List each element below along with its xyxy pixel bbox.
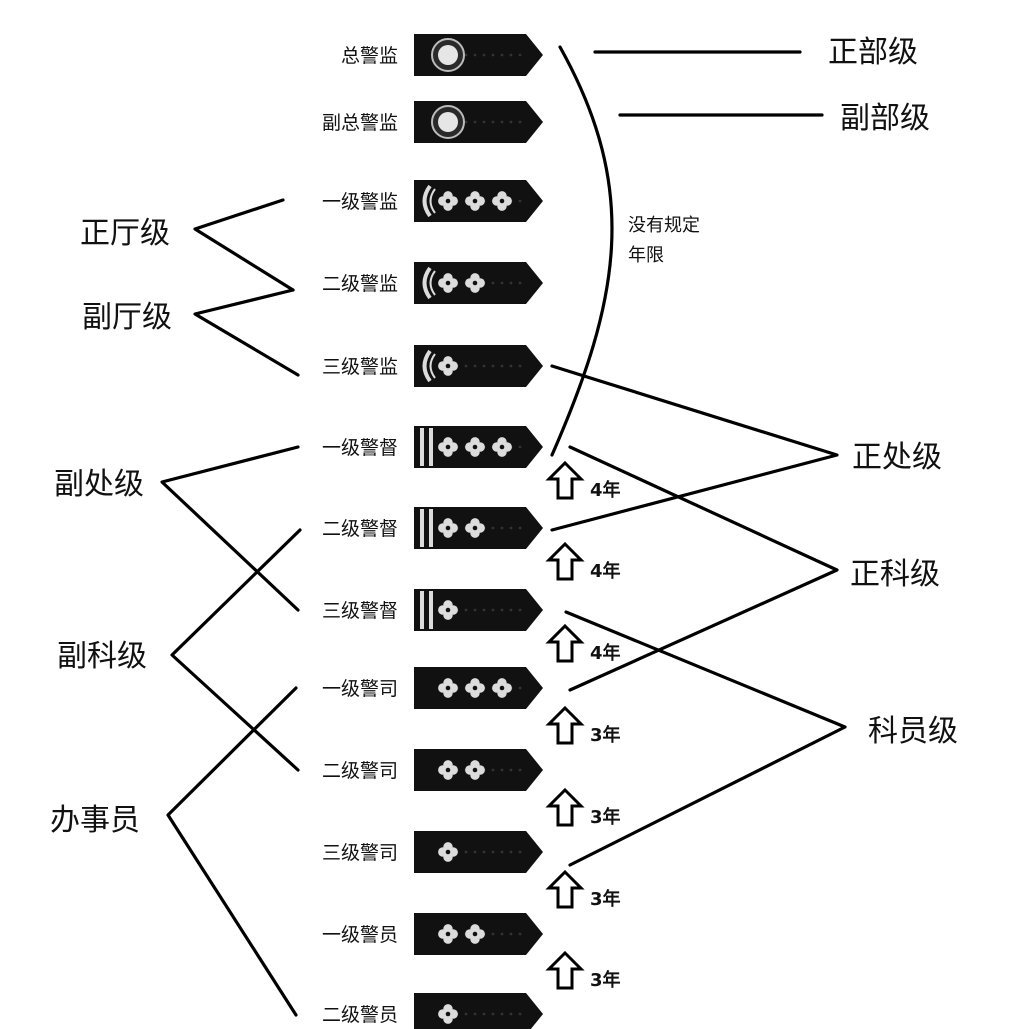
shoulder-board	[414, 589, 543, 631]
promotion-years-label: 3年	[590, 969, 621, 991]
rank-label: 二级警员	[322, 1004, 398, 1026]
rank-label: 一级警司	[322, 678, 398, 700]
rank-label: 二级警监	[322, 273, 398, 295]
line-fu-ting	[193, 288, 300, 377]
up-arrow-icon	[545, 705, 585, 745]
promotion-years-label: 4年	[590, 479, 621, 501]
grade-zheng-ke: 正科级	[850, 557, 940, 592]
shoulder-board	[414, 345, 543, 387]
rank-label: 一级警督	[322, 437, 398, 459]
rank-label: 三级警司	[322, 842, 398, 864]
shoulder-board	[414, 426, 543, 468]
grade-zheng-bu: 正部级	[828, 35, 918, 70]
line-ke-yuan	[564, 610, 847, 867]
rank-label: 三级警监	[322, 356, 398, 378]
promotion-arrows: 4年 4年 4年 3年 3年 3年 3年	[545, 460, 621, 991]
line-fu-chu	[160, 445, 300, 612]
promotion-years-label: 4年	[590, 560, 621, 582]
line-zheng-ting	[193, 198, 295, 292]
shoulder-board	[414, 749, 543, 791]
promotion-years-label: 3年	[590, 724, 621, 746]
grade-fu-chu: 副处级	[54, 467, 144, 502]
shoulder-board	[414, 180, 543, 222]
connector-lines	[160, 45, 847, 1017]
up-arrow-icon	[545, 869, 585, 909]
grade-zheng-ting: 正厅级	[80, 216, 170, 251]
rank-label: 三级警督	[322, 600, 398, 622]
promotion-years-label: 3年	[590, 806, 621, 828]
up-arrow-icon	[545, 541, 585, 581]
promotion-years-label: 3年	[590, 888, 621, 910]
shoulder-board	[414, 913, 543, 955]
note-line-2: 年限	[628, 245, 664, 266]
note-line-1: 没有规定	[628, 215, 700, 236]
shoulder-board	[414, 507, 543, 549]
shoulder-board	[414, 667, 543, 709]
grade-fu-ting: 副厅级	[82, 300, 172, 335]
rank-label: 一级警监	[322, 191, 398, 213]
grade-zheng-chu: 正处级	[852, 440, 942, 475]
shoulder-board	[414, 34, 543, 76]
shoulder-board	[414, 262, 543, 304]
promotion-years-label: 4年	[590, 642, 621, 664]
rank-label: 二级警司	[322, 760, 398, 782]
line-zheng-chu	[550, 364, 839, 532]
rank-label: 总警监	[341, 45, 398, 67]
shoulder-board	[414, 993, 543, 1029]
up-arrow-icon	[545, 787, 585, 827]
up-arrow-icon	[545, 623, 585, 663]
shoulder-boards	[414, 34, 543, 1029]
grade-ban-shi: 办事员	[50, 803, 140, 838]
rank-label: 一级警员	[322, 924, 398, 946]
grade-fu-bu: 副部级	[840, 101, 930, 136]
grade-fu-ke: 副科级	[57, 639, 147, 674]
shoulder-board	[414, 831, 543, 873]
line-fu-ke	[170, 528, 302, 772]
up-arrow-icon	[545, 460, 585, 500]
grade-ke-yuan: 科员级	[868, 714, 958, 749]
rank-label: 二级警督	[322, 518, 398, 540]
shoulder-board	[414, 101, 543, 143]
curve-no-limit	[550, 45, 614, 457]
line-ban-shi	[166, 686, 298, 1017]
up-arrow-icon	[545, 950, 585, 990]
rank-labels: 总警监副总警监一级警监二级警监三级警监一级警督二级警督三级警督一级警司二级警司三…	[322, 45, 398, 1026]
rank-label: 副总警监	[322, 112, 398, 134]
